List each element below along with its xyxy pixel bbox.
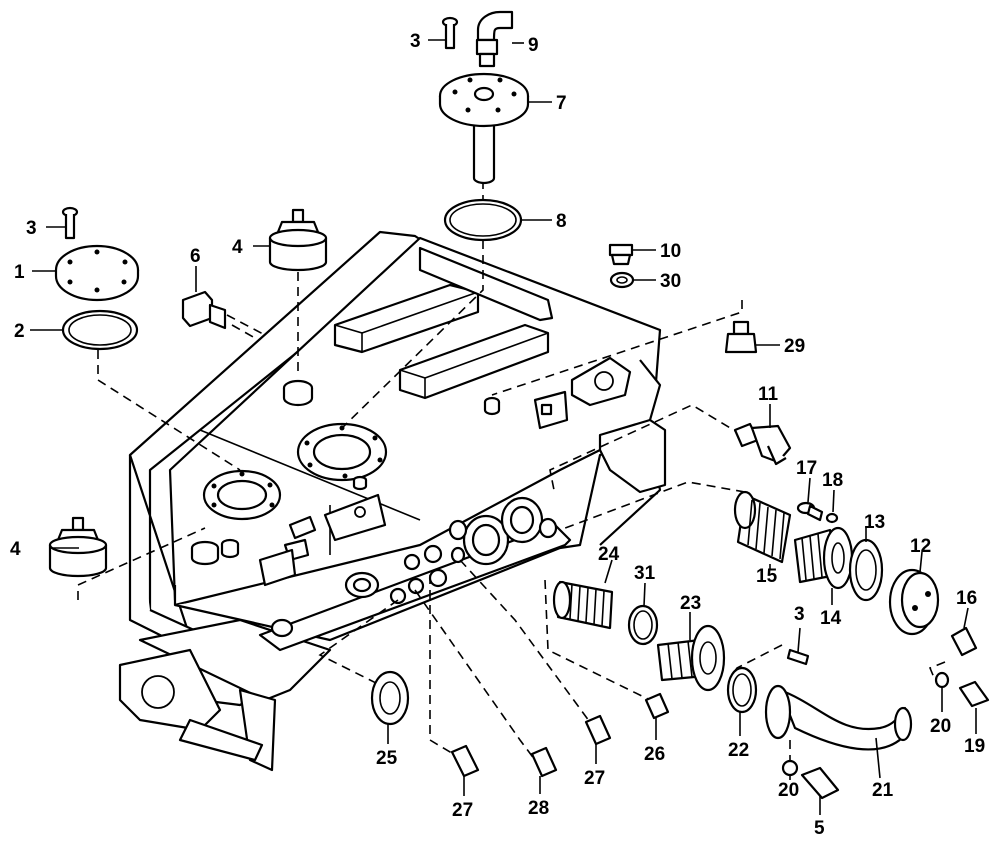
callout-1: 1 xyxy=(14,262,25,283)
callout-2: 2 xyxy=(14,321,25,342)
washer-30 xyxy=(609,271,635,289)
callout-7: 7 xyxy=(556,93,567,114)
elbow-pipe-21 xyxy=(764,684,913,751)
callout-3-left: 3 xyxy=(26,218,37,239)
sleeve-14 xyxy=(793,526,854,590)
callout-25: 25 xyxy=(376,748,398,769)
fitting-27-left xyxy=(450,744,480,778)
sensor-11 xyxy=(733,422,792,466)
cover-1 xyxy=(54,244,140,302)
filter-15 xyxy=(733,490,792,564)
fitting-28 xyxy=(530,746,558,778)
callout-11: 11 xyxy=(758,384,779,405)
callout-20-bottom: 20 xyxy=(778,780,799,801)
plug-6 xyxy=(181,290,227,330)
callout-5: 5 xyxy=(814,818,825,839)
callout-21: 21 xyxy=(872,780,894,801)
callout-31: 31 xyxy=(634,563,656,584)
o-ring-22 xyxy=(726,666,758,714)
callout-19: 19 xyxy=(964,736,985,757)
suction-cover-7 xyxy=(438,72,530,185)
callout-10: 10 xyxy=(660,241,681,262)
gasket-13 xyxy=(848,538,884,602)
callout-24: 24 xyxy=(598,544,620,565)
washer-18 xyxy=(825,512,839,524)
plug-16 xyxy=(950,626,978,657)
filter-24 xyxy=(552,580,614,630)
washer-20-bottom xyxy=(781,759,799,777)
breather-cap-4-bottom xyxy=(48,516,108,578)
screw-3-top xyxy=(441,16,459,50)
plug-29 xyxy=(724,320,758,354)
callout-16: 16 xyxy=(956,588,977,609)
callout-29: 29 xyxy=(784,336,805,357)
callout-14: 14 xyxy=(820,608,842,629)
callout-27-right: 27 xyxy=(584,768,605,789)
callout-3-right: 3 xyxy=(794,604,805,625)
washer-20-right xyxy=(934,671,950,689)
callout-22: 22 xyxy=(728,740,749,761)
bolt-19 xyxy=(958,680,990,708)
breather-cap-4-top xyxy=(268,208,328,272)
flange-ring-25 xyxy=(370,670,410,726)
callout-12: 12 xyxy=(910,536,931,557)
callout-30: 30 xyxy=(660,271,681,292)
callout-3-top: 3 xyxy=(410,31,421,52)
bolt-5 xyxy=(800,766,840,800)
fitting-27-right xyxy=(584,714,612,746)
callout-26: 26 xyxy=(644,744,665,765)
callout-20-right: 20 xyxy=(930,716,951,737)
fitting-26 xyxy=(644,692,670,720)
callout-23: 23 xyxy=(680,593,701,614)
assembly-guide-lines xyxy=(77,180,946,761)
callout-18: 18 xyxy=(822,470,843,491)
callout-13: 13 xyxy=(864,512,885,533)
callout-28: 28 xyxy=(528,798,549,819)
cover-12 xyxy=(888,568,940,636)
plug-10 xyxy=(608,243,634,266)
callout-27-left: 27 xyxy=(452,800,473,821)
callout-numbers: 3 9 7 8 3 1 2 4 6 10 30 29 11 17 18 13 1… xyxy=(10,31,985,839)
screw-3-left xyxy=(61,206,79,240)
callout-4-bottom: 4 xyxy=(10,539,21,560)
screw-3-right xyxy=(786,648,810,666)
gasket-2 xyxy=(61,309,139,351)
hydraulic-tank-body xyxy=(118,230,667,772)
bolt-17 xyxy=(796,501,824,522)
callout-17: 17 xyxy=(796,458,817,479)
elbow-fitting-9 xyxy=(475,10,514,68)
o-ring-31 xyxy=(627,604,659,646)
callout-4-top: 4 xyxy=(232,237,243,258)
flange-tube-23 xyxy=(656,624,726,692)
o-ring-8 xyxy=(443,198,523,242)
callout-9: 9 xyxy=(528,35,539,56)
callout-8: 8 xyxy=(556,211,567,232)
leader-lines xyxy=(30,39,977,815)
callout-15: 15 xyxy=(756,566,778,587)
callout-6: 6 xyxy=(190,246,201,267)
